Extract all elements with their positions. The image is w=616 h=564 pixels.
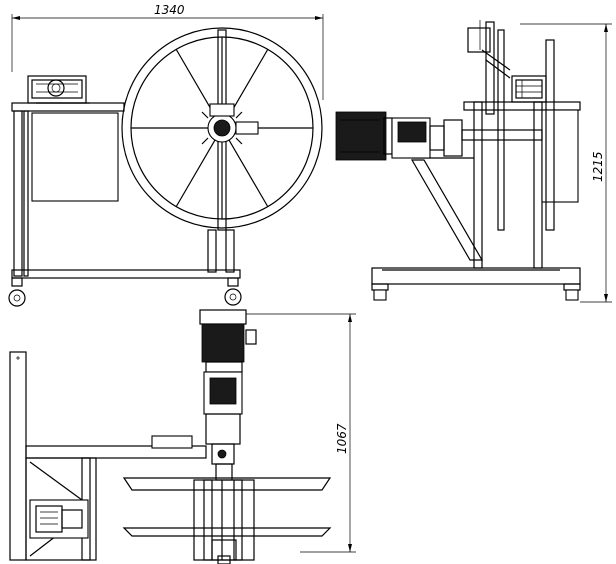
top-gearbox	[29, 499, 89, 539]
top-view: 1067	[9, 309, 356, 564]
top-motor-stack	[199, 309, 257, 465]
top-reel	[122, 463, 332, 564]
side-brace	[410, 49, 511, 261]
side-gearbox-top	[511, 75, 547, 103]
dimension-overall-width: 1340	[11, 3, 324, 100]
side-motor	[335, 111, 543, 161]
dimension-text-1067: 1067	[335, 423, 349, 454]
caster-left	[8, 277, 26, 307]
reel-wheel	[121, 27, 323, 231]
caster-right	[224, 277, 242, 306]
dimension-height-top: 1067	[246, 313, 356, 553]
side-view: 1215	[335, 20, 612, 303]
gear-motor-top	[27, 75, 87, 104]
dimension-text-1215: 1215	[591, 151, 605, 182]
dimension-text-1340: 1340	[154, 3, 185, 17]
front-view: 1340	[8, 3, 324, 307]
dimension-height-side: 1215	[520, 23, 612, 303]
side-uprights	[463, 20, 581, 269]
side-base	[371, 267, 581, 301]
stand-frame	[11, 102, 241, 279]
